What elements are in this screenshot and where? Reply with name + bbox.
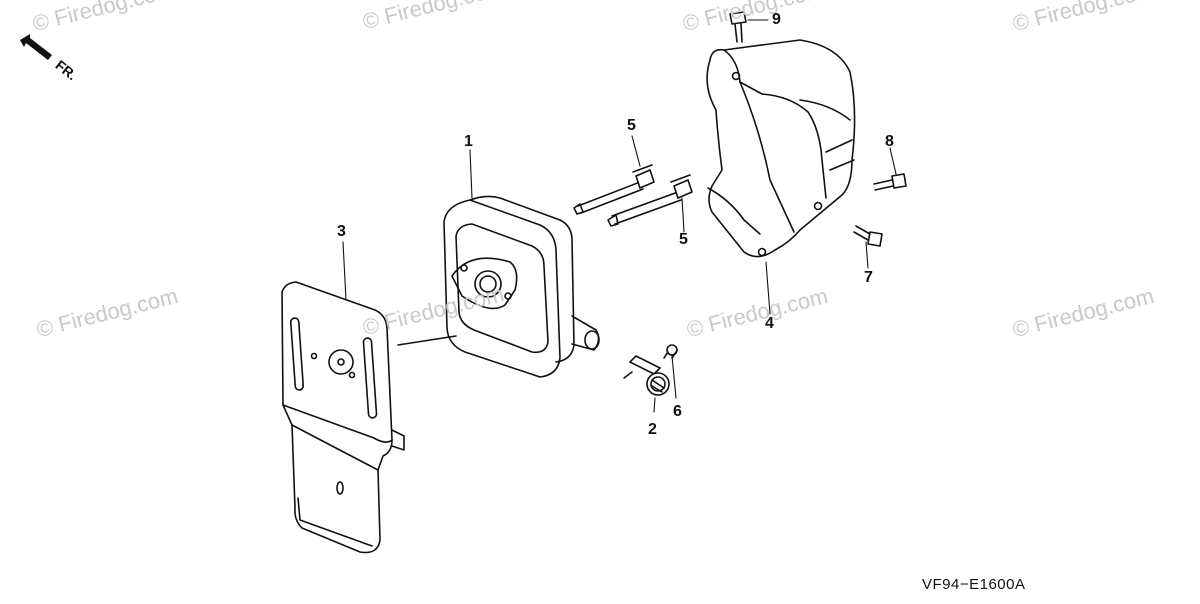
callout-1: 1 — [464, 133, 473, 150]
callout-3: 3 — [337, 223, 346, 240]
part-4-muffler-protector — [706, 39, 856, 258]
part-7-bolt — [853, 225, 883, 247]
callout-2: 2 — [648, 421, 657, 438]
part-1-muffler — [397, 195, 600, 378]
callout-leader-lines — [342, 19, 897, 413]
part-2-spark-arrester — [623, 355, 670, 396]
part-6-screw — [663, 344, 678, 359]
part-3-heat-shield — [281, 281, 405, 554]
callout-5-lower: 5 — [679, 231, 688, 248]
part-5-bolt-upper — [573, 164, 655, 215]
callout-7: 7 — [864, 269, 873, 286]
callout-9: 9 — [772, 11, 781, 28]
callout-4: 4 — [765, 315, 774, 332]
part-5-bolt-lower — [607, 174, 693, 227]
callout-8: 8 — [885, 133, 894, 150]
part-9-bolt — [729, 11, 747, 43]
callout-5-upper: 5 — [627, 117, 636, 134]
front-direction-arrow-icon — [20, 34, 52, 60]
diagram-reference-code: VF94−E1600A — [922, 576, 1026, 593]
part-8-bolt — [873, 173, 907, 191]
callout-6: 6 — [673, 403, 682, 420]
